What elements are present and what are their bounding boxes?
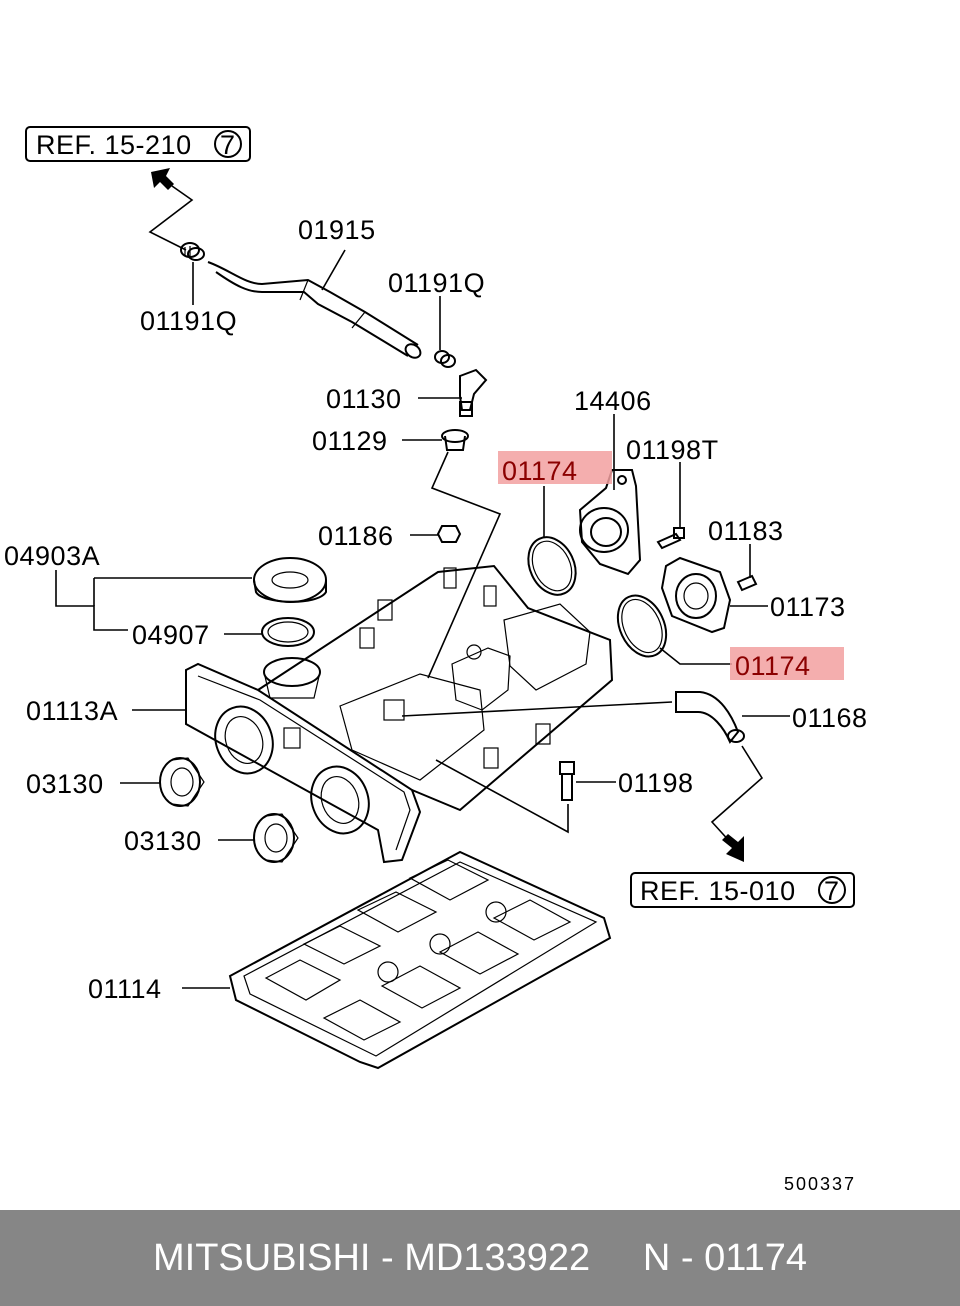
hose-clip-right[interactable] (434, 350, 456, 368)
label-01174-top: 01174 (502, 456, 578, 486)
label-01173: 01173 (770, 592, 846, 622)
sensor-housing[interactable] (578, 469, 642, 576)
grommet[interactable] (441, 429, 469, 451)
bolt-01198[interactable] (559, 761, 575, 801)
parts-diagram: REF. 15-210 7 01191Q 01915 01191Q 01130 (4, 126, 868, 1194)
rocker-cover[interactable] (185, 564, 614, 864)
label-14406: 14406 (574, 386, 652, 416)
label-01183: 01183 (708, 516, 784, 546)
label-01191q-right: 01191Q (388, 268, 485, 298)
cap-gasket[interactable] (261, 617, 315, 647)
ref-label-top: REF. 15-210 (36, 130, 192, 160)
figure-number: 500337 (784, 1174, 856, 1194)
label-01915: 01915 (298, 215, 376, 245)
oil-seal-a[interactable] (159, 757, 205, 807)
label-01113a: 01113A (26, 696, 118, 726)
label-01168: 01168 (792, 703, 868, 733)
oil-filler-cap[interactable] (253, 557, 327, 603)
footer-part-info: MITSUBISHI - MD133922 N - 01174 (153, 1236, 807, 1279)
o-ring-mid[interactable]: 01174 (609, 588, 844, 681)
label-04903a: 04903A (4, 541, 100, 571)
label-01198t: 01198T (626, 435, 719, 465)
label-03130-b: 03130 (124, 826, 202, 856)
label-03130-a: 03130 (26, 769, 104, 799)
ref-circle-top: 7 (220, 130, 236, 160)
footer-bar: MITSUBISHI - MD133922 N - 01174 (0, 1210, 960, 1306)
label-04907: 04907 (132, 620, 210, 650)
screw-01183[interactable] (736, 574, 758, 592)
cover-gasket[interactable] (228, 850, 612, 1070)
ref-box-bottom[interactable]: REF. 15-010 7 (630, 872, 855, 908)
label-01174-mid: 01174 (735, 651, 811, 681)
breather-hose[interactable] (675, 691, 745, 744)
nut-01186[interactable] (436, 525, 462, 543)
cam-cover-plate[interactable] (660, 556, 732, 634)
ref-label-bottom: REF. 15-010 (640, 876, 796, 906)
label-01130: 01130 (326, 384, 402, 414)
ref-box-top[interactable]: REF. 15-210 7 (25, 126, 251, 162)
oil-seal-b[interactable] (253, 813, 299, 863)
label-01129: 01129 (312, 426, 388, 456)
pcv-valve[interactable] (459, 368, 488, 417)
label-01114: 01114 (88, 974, 162, 1004)
label-01186: 01186 (318, 521, 394, 551)
arrow-up-left-icon (148, 168, 194, 251)
hose-clip-left[interactable] (180, 242, 205, 261)
arrow-down-right-icon (722, 834, 744, 862)
o-ring-top[interactable]: 01174 (498, 451, 612, 602)
bolt-01198t[interactable] (656, 527, 685, 550)
ref-circle-bottom: 7 (824, 876, 840, 906)
label-01198: 01198 (618, 768, 694, 798)
label-01191q-left: 01191Q (140, 306, 237, 336)
